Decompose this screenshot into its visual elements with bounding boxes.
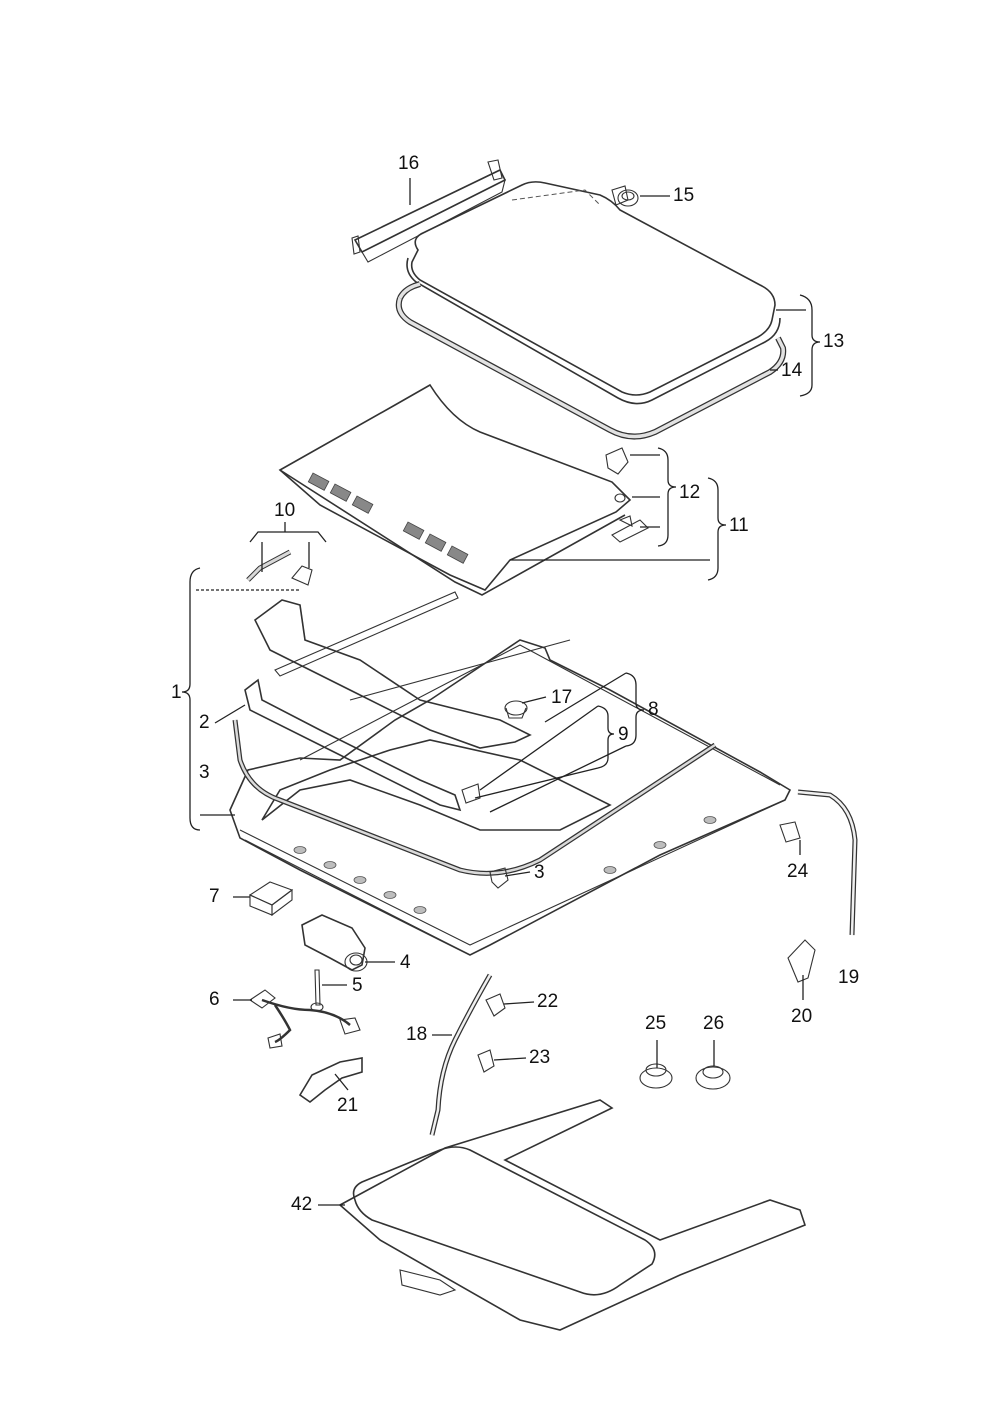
- callout-9: 9: [618, 724, 629, 745]
- callout-19: 19: [838, 967, 860, 988]
- callout-3-lower: 3: [534, 862, 545, 883]
- callout-3-upper: 3: [199, 762, 210, 783]
- callout-42: 42: [291, 1194, 313, 1215]
- callout-15: 15: [673, 185, 695, 206]
- callout-25: 25: [645, 1013, 667, 1034]
- callout-23: 23: [529, 1047, 551, 1068]
- callout-7: 7: [209, 886, 220, 907]
- drain-rod: [274, 591, 459, 677]
- clip-24: [779, 821, 801, 843]
- drain-elbow-21: [298, 1057, 363, 1103]
- callout-13: 13: [823, 331, 845, 352]
- callout-12: 12: [679, 482, 701, 503]
- callout-4: 4: [400, 952, 411, 973]
- callout-11: 11: [729, 515, 749, 536]
- wind-deflector: [351, 159, 507, 263]
- callout-2: 2: [199, 712, 210, 733]
- callout-21: 21: [337, 1095, 359, 1116]
- control-unit-7: [248, 881, 294, 917]
- sunshade-panel: [278, 383, 632, 596]
- grommet-17: [504, 700, 528, 719]
- front-cross-member: [253, 599, 532, 749]
- bolt-15: [611, 185, 639, 207]
- guide-clips-12: [605, 447, 649, 543]
- clip-23: [477, 1049, 495, 1073]
- callout-1: 1: [171, 682, 182, 703]
- callout-26: 26: [703, 1013, 725, 1034]
- callout-20: 20: [791, 1006, 813, 1027]
- clip-22: [485, 993, 506, 1017]
- drain-valve-20: [787, 939, 816, 983]
- clip-9: [461, 783, 481, 804]
- plug-25: [639, 1063, 673, 1089]
- leader-lines: [181, 178, 821, 1206]
- sunroof-main-frame: [229, 639, 792, 956]
- callout-8: 8: [648, 699, 659, 720]
- plug-26: [695, 1065, 731, 1090]
- callout-17: 17: [551, 687, 573, 708]
- deflector-rail: [244, 678, 462, 812]
- glass-panel-assembly: [395, 181, 787, 440]
- callout-5: 5: [352, 975, 363, 996]
- wiring-harness-6: [249, 989, 361, 1049]
- callout-18: 18: [406, 1024, 428, 1045]
- screw-5: [310, 969, 324, 1012]
- callout-16: 16: [398, 153, 420, 174]
- callout-14: 14: [781, 360, 803, 381]
- callout-22: 22: [537, 991, 559, 1012]
- callout-6: 6: [209, 989, 220, 1010]
- callout-10: 10: [274, 500, 296, 521]
- cable-clips-10: [246, 549, 313, 586]
- drive-motor-4: [301, 914, 368, 972]
- complete-sunroof-assembly-42: [338, 1099, 806, 1331]
- callout-24: 24: [787, 861, 809, 882]
- clip-3: [489, 867, 509, 889]
- drain-hose-18: [429, 973, 493, 1136]
